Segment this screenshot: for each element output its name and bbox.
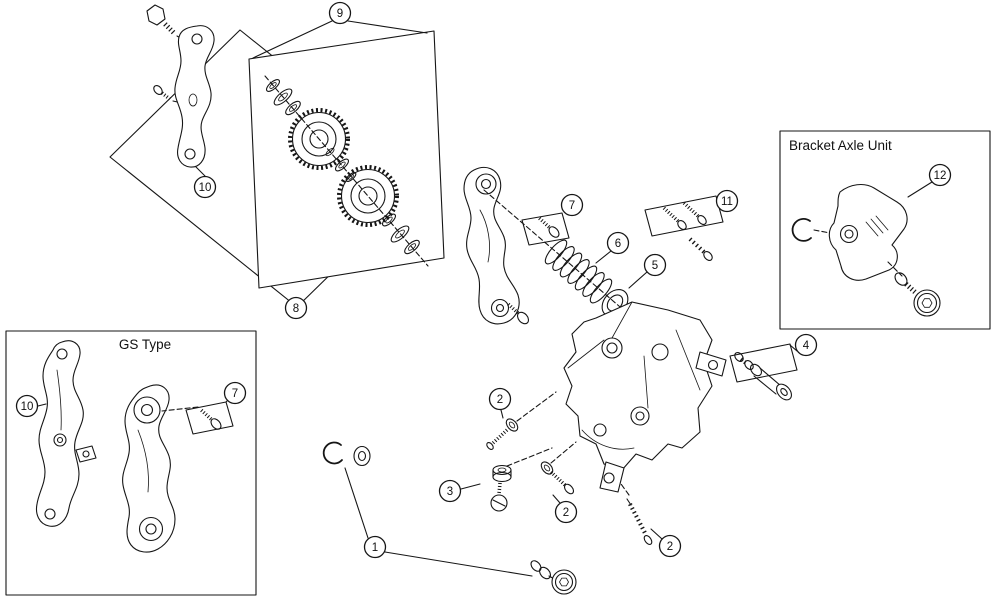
svg-text:2: 2 (563, 507, 569, 519)
gs-inner-cage-plate (35, 340, 84, 527)
callouts: 1 2 2 2 3 4 5 6 7 7 8 9 (15, 1, 952, 559)
svg-text:4: 4 (803, 340, 810, 352)
callout-6: 6 (606, 231, 630, 255)
limit-screws-box (644, 195, 724, 261)
cable-anchor-bolt (460, 447, 553, 512)
pulley-bolt-upper-box (521, 212, 570, 246)
inner-plate-assembly (146, 4, 215, 177)
callout-3: 3 (438, 479, 462, 503)
svg-text:10: 10 (21, 401, 34, 413)
pulley-washers-top (265, 79, 301, 116)
callout-1: 1 (363, 535, 387, 559)
limit-screw-1 (662, 206, 687, 230)
svg-text:5: 5 (652, 260, 658, 272)
outer-cage-plate-assembly (463, 166, 570, 325)
callout-10-top: 10 (193, 175, 217, 199)
callout-2-lower: 2 (554, 500, 578, 524)
callout-12: 12 (928, 163, 952, 187)
stopper-clip-and-washer (322, 441, 533, 577)
svg-text:7: 7 (569, 200, 575, 212)
svg-text:2: 2 (667, 541, 673, 553)
gs-plate-link (75, 445, 97, 463)
adjust-screw-with-spring (688, 237, 713, 261)
callout-11: 11 (715, 189, 739, 213)
svg-text:8: 8 (293, 303, 299, 315)
gs-pulley-bolt-box (161, 399, 234, 435)
svg-text:6: 6 (615, 238, 621, 250)
bracket-axle-bolt (894, 272, 941, 317)
svg-text:10: 10 (199, 182, 212, 194)
body-bottom-tab (599, 461, 625, 493)
callout-2-pin: 2 (658, 534, 682, 558)
svg-text:7: 7 (232, 388, 238, 400)
callout-9: 9 (328, 1, 352, 25)
bracket-axle-body (828, 183, 908, 281)
tension-pulley (337, 165, 399, 227)
svg-text:11: 11 (721, 196, 733, 208)
callout-8: 8 (284, 296, 308, 320)
pulley-unit-box (248, 20, 445, 289)
gs-outer-cage-plate (122, 384, 176, 553)
gs-type-box: GS Type (5, 330, 257, 596)
svg-text:3: 3 (447, 486, 453, 498)
callout-2-upper: 2 (488, 387, 512, 411)
callout-7-gs: 7 (223, 381, 247, 405)
fixing-screw-lower (540, 441, 577, 504)
svg-text:12: 12 (934, 170, 947, 182)
svg-text:9: 9 (337, 8, 343, 20)
callout-4: 4 (794, 333, 818, 357)
svg-text:1: 1 (372, 542, 378, 554)
limit-screw-2 (682, 201, 707, 225)
bracket-axle-unit-label: Bracket Axle Unit (789, 138, 892, 153)
inner-cage-plate (174, 25, 215, 168)
pulley-washers-bottom (381, 213, 420, 255)
snap-ring (791, 218, 831, 242)
b-axle-bolt-assembly (729, 343, 798, 401)
callout-7-upper: 7 (560, 193, 584, 217)
tension-spring (544, 239, 613, 304)
mounting-bolt (530, 560, 577, 595)
guide-pulley (288, 108, 350, 170)
bracket-axle-unit-box: Bracket Axle Unit (779, 130, 991, 330)
pulley-bolt-lower (505, 301, 530, 325)
svg-text:2: 2 (497, 394, 503, 406)
spring-pin (620, 483, 663, 545)
derailleur-body (563, 301, 727, 493)
callout-5: 5 (643, 253, 667, 277)
gs-type-label: GS Type (119, 337, 171, 352)
callout-10-gs: 10 (15, 394, 39, 418)
fixing-screw-upper (486, 391, 557, 450)
body-b-axle-tab (695, 351, 727, 377)
